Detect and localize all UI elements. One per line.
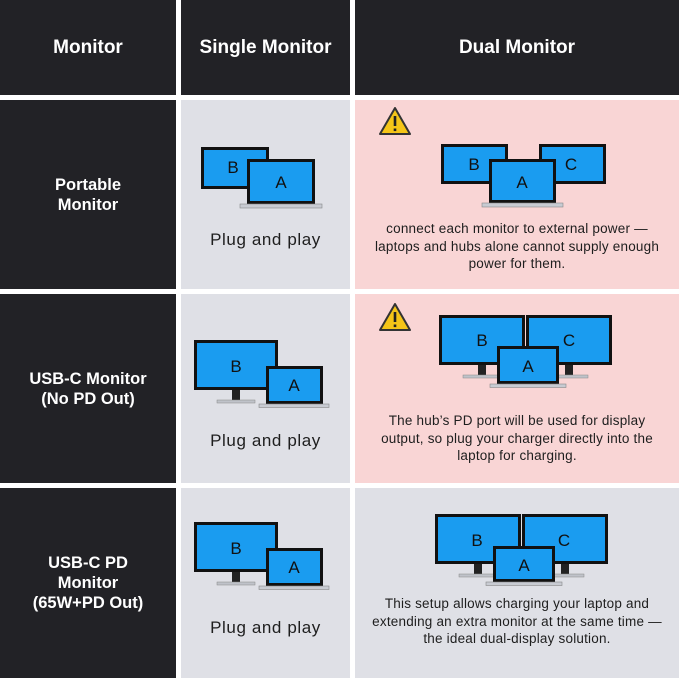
plug-and-play-label: Plug and play (210, 230, 321, 249)
laptop-icon: A (481, 159, 564, 208)
svg-text:B: B (471, 531, 482, 550)
svg-text:C: C (563, 331, 575, 350)
laptop-icon: A (489, 346, 567, 388)
usbc-pd-dual-illustration: B C A (435, 514, 608, 586)
usbc-pd-single-illustration: B A (194, 522, 330, 590)
dual-cell-usbc-pd: B C A This setup allows charging your la… (355, 488, 679, 678)
dual-note: The hub’s PD port will be used for displ… (381, 413, 653, 463)
svg-text:B: B (230, 539, 241, 558)
svg-text:B: B (476, 331, 487, 350)
warning-triangle-icon (379, 107, 411, 135)
monitor-b-icon: B (439, 315, 525, 379)
svg-text:A: A (516, 173, 528, 192)
header-dual-monitor: Dual Monitor (355, 0, 679, 95)
row-label-usbc-monitor: USB-C Monitor (No PD Out) (0, 294, 176, 483)
laptop-icon: A (485, 546, 563, 586)
dual-note: connect each monitor to external power —… (374, 221, 660, 271)
single-cell-usbc: B A Plug and play (181, 294, 350, 483)
usbc-dual-illustration: B C A (379, 303, 612, 388)
row-label-usbc-pd-monitor: USB-C PD Monitor (65W+PD Out) (0, 488, 176, 678)
header-monitor: Monitor (0, 0, 176, 95)
monitor-icon: B (194, 522, 278, 586)
portable-dual-illustration: B C A (379, 107, 606, 208)
svg-text:B: B (468, 155, 479, 174)
svg-text:C: C (558, 531, 570, 550)
svg-text:B: B (230, 357, 241, 376)
svg-text:A: A (288, 376, 300, 395)
svg-text:B: B (227, 158, 238, 177)
svg-text:A: A (518, 556, 530, 575)
plug-and-play-label: Plug and play (210, 618, 321, 637)
svg-text:A: A (275, 173, 287, 192)
monitor-icon: B (194, 340, 278, 404)
portable-single-illustration: B A (201, 147, 323, 209)
warning-triangle-icon (379, 303, 411, 331)
row-label-portable-monitor: Portable Monitor (0, 100, 176, 289)
dual-note: This setup allows charging your laptop a… (372, 596, 662, 646)
dual-cell-usbc: B C A The hub’s PD port will be used for… (355, 294, 679, 483)
header-single-monitor: Single Monitor (181, 0, 350, 95)
plug-and-play-label: Plug and play (210, 431, 321, 450)
dual-cell-portable: B C A connect each monitor to external p… (355, 100, 679, 289)
svg-text:C: C (565, 155, 577, 174)
laptop-icon: A (258, 366, 330, 408)
single-cell-usbc-pd: B A Plug and play (181, 488, 350, 678)
laptop-icon: A (258, 548, 330, 590)
usbc-single-illustration: B A (194, 340, 330, 408)
svg-text:A: A (522, 357, 534, 376)
svg-text:A: A (288, 558, 300, 577)
single-cell-portable: B A Plug and play (181, 100, 350, 289)
laptop-icon: A (239, 159, 323, 209)
monitor-c-icon: C (526, 315, 612, 379)
